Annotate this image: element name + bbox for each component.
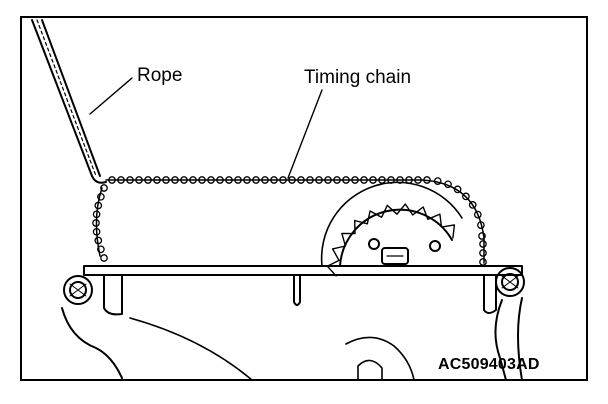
chain-link	[453, 185, 462, 194]
chain-link	[462, 192, 470, 201]
timing-chain-leader-line	[287, 89, 323, 179]
chain-link	[396, 176, 404, 184]
chain-link	[477, 221, 485, 229]
chain-link	[360, 176, 368, 184]
camshaft-sprocket	[320, 181, 463, 277]
chain-link	[369, 176, 377, 184]
chain-link	[342, 176, 350, 184]
chain-link	[94, 201, 103, 210]
engine-block	[129, 317, 415, 379]
chain-link	[225, 176, 233, 184]
chain-link	[433, 177, 442, 185]
chain-link	[479, 258, 487, 266]
chain-link	[473, 210, 482, 219]
rope-label: Rope	[137, 65, 183, 86]
chain-link	[333, 176, 341, 184]
chain-link	[324, 176, 332, 184]
chain-link	[261, 176, 269, 184]
chain-link	[92, 219, 100, 227]
chain-link	[444, 180, 452, 189]
chain-link	[414, 176, 422, 184]
chain-link	[117, 176, 125, 184]
diagram-frame: Rope Timing chain AC509403AD	[20, 16, 588, 381]
chain-link	[94, 236, 103, 245]
chain-link	[92, 210, 101, 219]
chain-link	[100, 184, 108, 192]
chain-link	[162, 176, 170, 184]
chain-link	[279, 176, 287, 184]
chain-link	[153, 176, 161, 184]
chain-link	[315, 176, 323, 184]
chain-link	[100, 254, 108, 262]
chain-links	[92, 176, 487, 266]
timing-chain-label: Timing chain	[304, 67, 412, 88]
chain-link	[108, 176, 116, 184]
chain-link	[171, 176, 179, 184]
chain-link	[135, 176, 143, 184]
timing-chain	[92, 176, 487, 266]
rope-leader-line	[89, 77, 133, 115]
chain-link	[288, 176, 296, 184]
rope	[31, 19, 107, 184]
chain-link	[97, 245, 105, 254]
chain-link	[468, 201, 477, 209]
chain-link	[144, 176, 152, 184]
sprocket-teeth	[326, 203, 456, 277]
chain-link	[252, 176, 260, 184]
chain-link	[189, 176, 197, 184]
chain-link	[216, 176, 224, 184]
chain-link	[234, 176, 242, 184]
left-bolt	[61, 274, 123, 379]
right-bolt	[483, 267, 525, 379]
diagram-illustration	[31, 19, 525, 379]
chain-link	[478, 232, 486, 240]
cover-plate	[83, 265, 523, 306]
chain-link	[306, 176, 314, 184]
chain-link	[297, 176, 305, 184]
chain-link	[243, 176, 251, 184]
figure-code: AC509403AD	[438, 356, 540, 373]
chain-link	[479, 240, 487, 248]
sprocket-bolt	[381, 247, 409, 265]
chain-link	[180, 176, 188, 184]
chain-link	[479, 249, 487, 257]
chain-link	[423, 176, 431, 184]
chain-link	[198, 176, 206, 184]
chain-link	[207, 176, 215, 184]
chain-link	[351, 176, 359, 184]
chain-link	[126, 176, 134, 184]
chain-link	[97, 192, 105, 201]
chain-link	[270, 176, 278, 184]
chain-link	[92, 227, 101, 236]
